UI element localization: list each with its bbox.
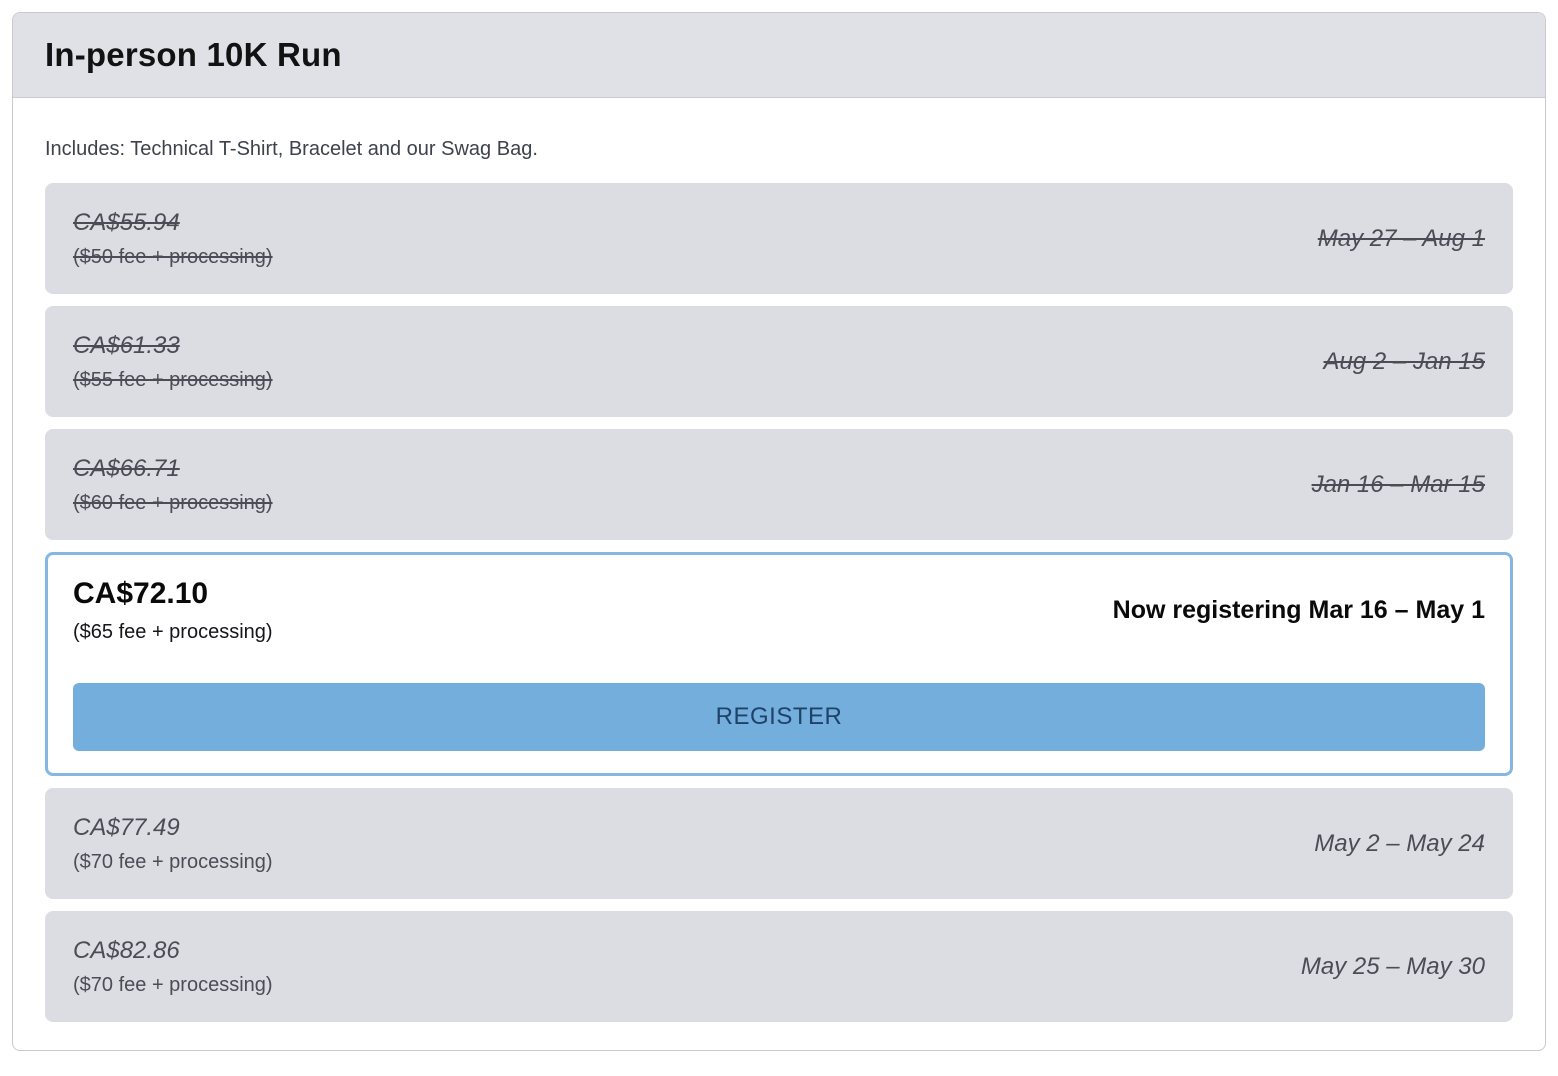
tier-row-future-1: CA$77.49 ($70 fee + processing) May 2 – …	[45, 788, 1513, 899]
tier-fee: ($70 fee + processing)	[73, 850, 273, 873]
tier-price-block: CA$61.33 ($55 fee + processing)	[73, 332, 273, 392]
tier-fee: ($50 fee + processing)	[73, 245, 273, 268]
card-header: In-person 10K Run	[13, 13, 1545, 98]
includes-text: Includes: Technical T-Shirt, Bracelet an…	[45, 138, 538, 160]
tier-dates: May 2 – May 24	[1314, 829, 1485, 857]
tier-row-active: CA$72.10 ($65 fee + processing) Now regi…	[45, 552, 1513, 776]
tier-row-past-2: CA$61.33 ($55 fee + processing) Aug 2 – …	[45, 306, 1513, 417]
tier-row-past-1: CA$55.94 ($50 fee + processing) May 27 –…	[45, 183, 1513, 294]
tier-dates: May 25 – May 30	[1300, 952, 1485, 980]
tier-fee: ($65 fee + processing)	[73, 621, 273, 643]
tier-dates: Aug 2 – Jan 15	[1323, 347, 1485, 375]
tier-active-info: CA$72.10 ($65 fee + processing) Now regi…	[73, 577, 1485, 644]
tier-row-past-3: CA$66.71 ($60 fee + processing) Jan 16 –…	[45, 429, 1513, 540]
page-title: In-person 10K Run	[45, 36, 342, 73]
register-button[interactable]: REGISTER	[73, 683, 1485, 751]
tier-dates: May 27 – Aug 1	[1317, 224, 1485, 252]
tier-row-future-2: CA$82.86 ($70 fee + processing) May 25 –…	[45, 911, 1513, 1022]
tier-price: CA$66.71	[73, 454, 180, 482]
tier-price: CA$77.49	[73, 813, 180, 841]
tier-price-block: CA$55.94 ($50 fee + processing)	[73, 209, 273, 269]
tier-price: CA$55.94	[73, 208, 180, 236]
tier-dates: Jan 16 – Mar 15	[1311, 470, 1485, 498]
card-body: Includes: Technical T-Shirt, Bracelet an…	[13, 98, 1545, 1050]
tier-price: CA$72.10	[73, 577, 209, 610]
tier-fee: ($60 fee + processing)	[73, 491, 273, 514]
tier-price-block: CA$77.49 ($70 fee + processing)	[73, 814, 273, 874]
tier-fee: ($70 fee + processing)	[73, 973, 273, 996]
tier-price: CA$61.33	[73, 331, 180, 359]
tier-dates-now-registering: Now registering Mar 16 – May 1	[1112, 596, 1485, 624]
tier-list: CA$55.94 ($50 fee + processing) May 27 –…	[45, 183, 1513, 1022]
pricing-card: In-person 10K Run Includes: Technical T-…	[12, 12, 1546, 1051]
tier-price-block: CA$72.10 ($65 fee + processing)	[73, 577, 273, 644]
tier-price-block: CA$82.86 ($70 fee + processing)	[73, 937, 273, 997]
tier-fee: ($55 fee + processing)	[73, 368, 273, 391]
tier-price-block: CA$66.71 ($60 fee + processing)	[73, 455, 273, 515]
tier-price: CA$82.86	[73, 936, 180, 964]
